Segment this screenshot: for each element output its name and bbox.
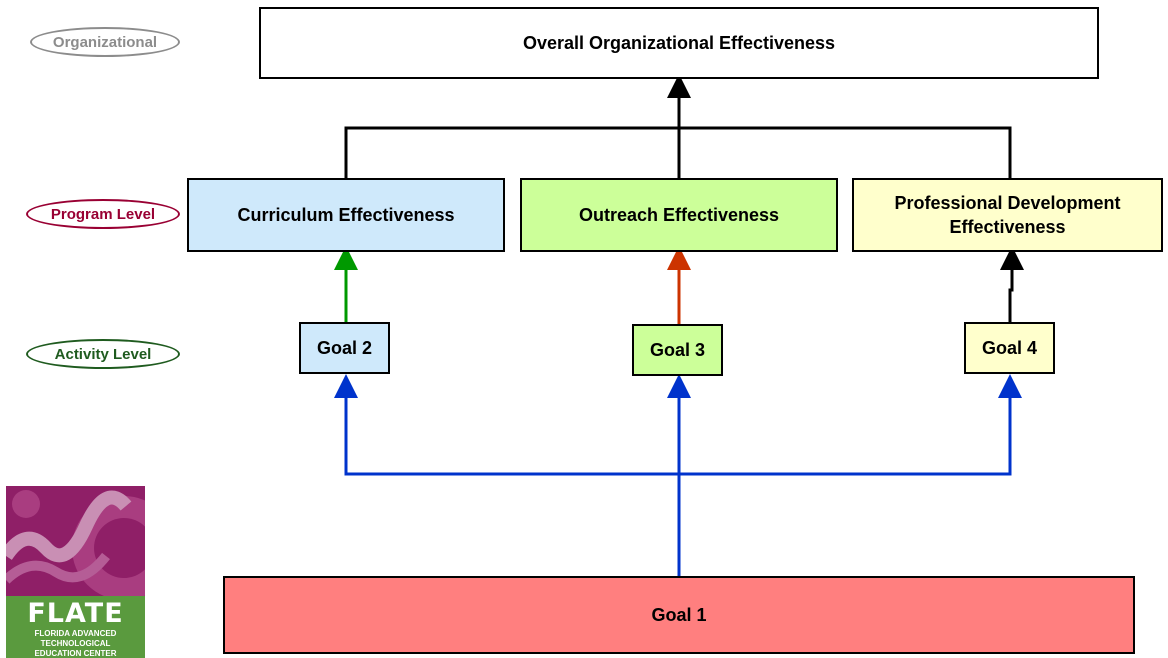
overall-effectiveness-label: Overall Organizational Effectiveness: [522, 32, 836, 53]
goal4-box: Goal 4: [964, 322, 1055, 374]
program-level-tag: Program Level: [26, 199, 180, 229]
goal1-box: Goal 1: [223, 576, 1135, 654]
goal4-label: Goal 4: [981, 337, 1038, 358]
logo-line1: FLORIDA ADVANCED: [34, 629, 117, 638]
logo-band: FLATE FLORIDA ADVANCED TECHNOLOGICAL EDU…: [6, 596, 145, 658]
curriculum-effectiveness-box: Curriculum Effectiveness: [187, 178, 505, 252]
organizational-level-tag: Organizational: [30, 27, 180, 57]
gear-graphic-icon: [6, 490, 145, 596]
activity-level-label: Activity Level: [54, 345, 152, 363]
goal3-label: Goal 3: [649, 339, 706, 360]
logo-line3: EDUCATION CENTER: [34, 649, 117, 658]
activity-level-tag: Activity Level: [26, 339, 180, 369]
curriculum-effectiveness-label: Curriculum Effectiveness: [237, 204, 455, 225]
goal2-box: Goal 2: [299, 322, 390, 374]
organizational-level-label: Organizational: [52, 33, 158, 51]
logo-title: FLATE: [27, 598, 124, 629]
goal3-box: Goal 3: [632, 324, 723, 376]
flate-logo: FLATE FLORIDA ADVANCED TECHNOLOGICAL EDU…: [6, 486, 145, 658]
logo-line2: TECHNOLOGICAL: [40, 639, 111, 648]
professional-development-label-line2: Effectiveness: [949, 217, 1066, 237]
goal2-label: Goal 2: [316, 337, 373, 358]
program-level-label: Program Level: [50, 205, 156, 223]
goal1-label: Goal 1: [651, 604, 707, 625]
professional-development-label-line1: Professional Development: [894, 193, 1121, 213]
professional-development-box: Professional Development Effectiveness: [852, 178, 1163, 252]
outreach-effectiveness-box: Outreach Effectiveness: [520, 178, 838, 252]
outreach-effectiveness-label: Outreach Effectiveness: [578, 204, 780, 225]
goal4-to-professional-arrow: [1000, 246, 1024, 322]
overall-effectiveness-box: Overall Organizational Effectiveness: [259, 7, 1099, 79]
